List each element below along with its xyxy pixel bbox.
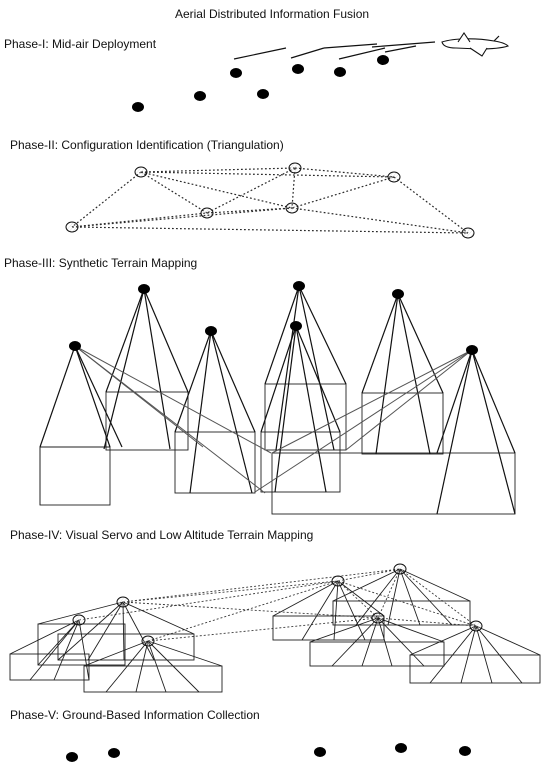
terrain-box-1 [39,446,111,506]
sensor-node-icon [72,614,86,626]
triangulation-link [206,207,293,214]
sensor-node-icon [334,67,346,77]
terrain-box-4 [264,383,347,451]
sensor-node-icon [469,620,483,632]
terrain-box-5 [260,431,341,493]
sensor-node-icon [66,752,78,762]
sensor-node-icon [194,91,206,101]
sensor-node-icon [285,202,299,214]
triangulation-link [71,212,208,228]
low-altitude-mapping-right [272,568,541,684]
phase-3-label: Phase-III: Synthetic Terrain Mapping [4,256,197,270]
sensor-node-icon [134,166,148,178]
sensor-node-icon [205,326,217,336]
sensor-node-icon [257,89,269,99]
deployment-trail [323,43,378,49]
phase-4-label: Phase-IV: Visual Servo and Low Altitude … [10,528,313,542]
phase-1-section: Phase-I: Mid-air Deployment [4,32,510,112]
sensor-node-icon [459,746,471,756]
deployment-trails [233,41,436,60]
sensor-node-icon [200,207,214,219]
deployment-trail [290,47,325,59]
sensor-node-icon [141,635,155,647]
cross-observation-lines [74,345,473,494]
triangulation-link [291,167,296,209]
phase-1-label: Phase-I: Mid-air Deployment [4,37,157,51]
sensor-node-icon [331,575,345,587]
sensor-node-icon [466,345,478,355]
sensor-node-icon [132,102,144,112]
phase-2-label: Phase-II: Configuration Identification (… [10,138,284,152]
triangulation-link [140,171,395,178]
triangulation-link [140,171,293,209]
sensor-node-icon [69,341,81,351]
sensor-node-icon [290,321,302,331]
triangulation-link [71,207,293,228]
sensor-nodes-phase-1 [132,55,389,112]
sensor-nodes-phase-2 [65,162,475,239]
sensor-node-icon [387,171,401,183]
sensor-node-icon [392,289,404,299]
deployment-trail [384,45,417,53]
triangulation-link [140,167,296,173]
phase-5-section: Phase-V: Ground-Based Information Collec… [10,708,471,762]
triangulation-link [206,167,296,214]
phase-5-label: Phase-V: Ground-Based Information Collec… [10,708,260,722]
deployment-trail [233,47,287,60]
triangulation-link [291,176,395,209]
sensor-node-icon [461,227,475,239]
phase-4-section: Phase-IV: Visual Servo and Low Altitude … [9,528,541,693]
sensor-node-icon [292,64,304,74]
sensor-node-icon [230,68,242,78]
triangulation-link [393,176,469,234]
terrain-box-2 [105,391,189,451]
phase-2-section: Phase-II: Configuration Identification (… [10,138,475,239]
sensor-nodes-phase-3 [69,281,478,355]
sensor-node-icon [138,284,150,294]
triangulation-link [291,207,469,234]
sensor-node-icon [293,281,305,291]
sensor-node-icon [65,221,79,233]
sensor-node-icon [288,162,302,174]
triangulation-link [71,226,469,234]
phase-3-section: Phase-III: Synthetic Terrain Mapping [4,256,516,515]
aircraft-icon [441,32,510,57]
sensor-node-icon [395,743,407,753]
sensor-node-icon [314,747,326,757]
terrain-box-7 [271,452,516,515]
sensor-nodes-phase-4 [72,563,483,647]
triangulation-link [294,167,395,178]
sensor-nodes-phase-5 [66,743,471,762]
triangulation-link [71,171,142,228]
low-altitude-mapping-left [9,601,223,693]
sensor-node-icon [377,55,389,65]
sensor-node-icon [393,563,407,575]
sensor-node-icon [371,612,385,624]
terrain-view-frustums [39,285,516,515]
deployment-trail [338,47,386,60]
sensor-node-icon [108,748,120,758]
terrain-box-3 [174,431,256,494]
triangulation-links [71,167,469,234]
diagram-title: Aerial Distributed Information Fusion [175,7,369,21]
triangulation-link [140,171,208,214]
sensor-node-icon [116,596,130,608]
terrain-box-6 [361,392,444,455]
deployment-trail [371,41,436,48]
